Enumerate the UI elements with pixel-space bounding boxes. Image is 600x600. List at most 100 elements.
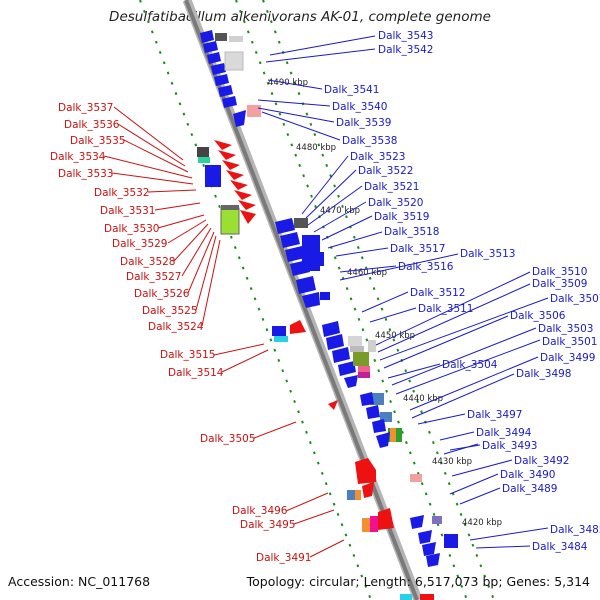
gene-arrow [238,200,256,210]
track-dash [333,184,336,188]
track-dash [336,512,340,516]
gene-features [197,30,458,600]
gene-label: Dalk_3494 [476,427,532,439]
left-gene-labels: Dalk_3537 Dalk_3536 Dalk_3535 Dalk_3534 … [50,102,312,564]
gene-label: Dalk_3522 [358,165,414,177]
track-dash [392,338,396,342]
gene-arrow [203,41,218,53]
track-dash [353,307,357,311]
gene-arrow [200,30,214,43]
track-dash [239,9,242,13]
gene-label: Dalk_3535 [70,135,126,147]
gene-label: Dalk_3493 [482,440,538,452]
gene-block [348,336,362,346]
track-dash [305,112,309,116]
gene-label: Dalk_3506 [510,310,566,322]
gene-label: Dalk_3520 [368,197,424,209]
gene-label: Dalk_3528 [120,256,176,268]
track-dash [337,266,341,270]
track-dash [241,266,245,270]
gene-block [312,252,324,266]
track-dash [325,163,329,167]
track-dash [483,574,487,578]
gene-block [420,594,434,600]
track-dash [309,122,313,126]
gene-label: Dalk_3524 [148,321,204,333]
track-dash [293,399,296,404]
track-dash [285,61,289,65]
gene-label: Dalk_3516 [398,261,454,273]
track-dash [349,297,353,301]
gene-label: Dalk_3491 [256,552,312,564]
track-dash [455,502,459,506]
track-dash [380,307,384,311]
gene-label: Dalk_3492 [514,455,570,467]
track-dash [285,379,289,383]
track-dash [235,0,238,3]
track-dash [253,297,257,301]
ruler-tick-label: 4470 kbp [320,206,360,216]
gene-arrow [233,110,246,127]
right-leader-lines [257,35,549,549]
track-dash [316,461,320,465]
track-dash [254,50,258,55]
track-dash [460,584,464,588]
track-dash [388,328,392,332]
gene-arrow [344,375,358,388]
gene-block [294,218,308,228]
gene-label: Dalk_3536 [64,119,120,131]
track-dash [282,122,286,126]
track-dash [262,71,266,75]
gene-block [355,490,361,500]
ruler-tick-label: 4460 kbp [347,268,387,278]
track-dash [281,369,285,373]
gene-label: Dalk_3501 [542,336,598,348]
gene-label: Dalk_3507 [550,293,600,305]
ruler-tick-label: 4440 kbp [403,394,443,404]
track-dash [162,61,166,65]
track-dash [401,430,404,434]
gene-block [350,346,364,352]
gene-arrow [222,160,240,170]
gene-block [274,336,288,342]
gene-arrow [332,347,350,363]
track-dash [360,256,364,260]
track-dash [452,564,456,568]
track-dash [237,256,241,260]
track-dash [233,246,237,250]
gene-block [380,412,392,422]
left-leader-lines [103,106,345,558]
track-dash [174,92,178,96]
track-dash [289,71,293,75]
track-dash [428,502,432,506]
track-dash [277,40,281,44]
track-dash [475,553,479,558]
gene-arrow [328,400,338,410]
gene-label: Dalk_3527 [126,271,182,283]
gene-arrow [302,292,320,308]
gene-label: Dalk_3534 [50,151,106,163]
ruler-tick-label: 4480 kbp [296,143,336,153]
gene-label: Dalk_3499 [540,352,596,364]
track-dash [301,420,304,424]
gene-label: Dalk_3538 [342,135,398,147]
gene-label: Dalk_3521 [364,181,420,193]
gene-label: Dalk_3542 [378,44,434,56]
gene-block [224,51,244,71]
gene-arrow [211,63,226,75]
gene-block [247,105,261,117]
track-dash [420,410,423,414]
track-dash [356,564,360,568]
track-dash [265,328,269,332]
gene-block [229,36,243,42]
gene-arrow [214,140,232,150]
gene-label: Dalk_3495 [240,519,296,531]
track-dash [389,399,392,404]
gene-label: Dalk_3504 [442,359,498,371]
gene-label: Dalk_3510 [532,266,588,278]
track-dash [467,533,471,537]
track-dash [266,81,270,85]
track-dash [435,451,439,455]
ruler-tick-label: 4420 kbp [462,518,502,528]
gene-block [198,157,210,163]
